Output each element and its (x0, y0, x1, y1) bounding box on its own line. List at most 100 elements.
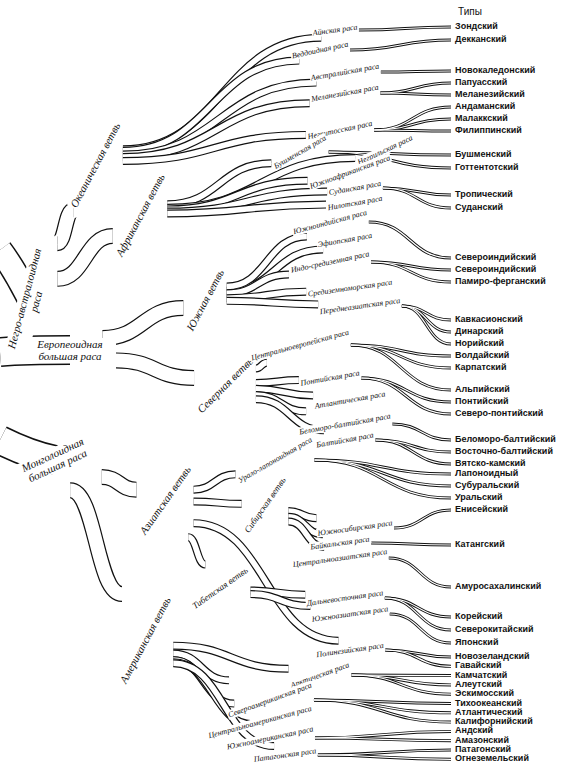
type-label: Вятско-камский (455, 459, 526, 468)
leader-fill (402, 306, 451, 332)
leader-outline (402, 306, 451, 332)
type-label: Бушменский (455, 150, 512, 159)
node-text: Сибирская ветвь (242, 475, 288, 534)
leader-outline (374, 107, 451, 130)
type-label: Андаманский (455, 102, 515, 111)
band-fill (102, 308, 183, 338)
branch-label: Океаническая ветвь (67, 120, 123, 211)
leader-outline (318, 755, 451, 759)
band-fill (57, 210, 73, 243)
leader-fill (402, 306, 451, 344)
race-label: Южносибирская раса (316, 518, 394, 538)
leader-fill (350, 40, 451, 50)
leader-outline (380, 83, 451, 93)
type-label: Восточно-балтийский (455, 447, 553, 456)
leader-fill (380, 93, 451, 95)
node-text: Центральноазиатская раса (292, 547, 388, 569)
race-label: Дальневосточная раса (305, 588, 385, 608)
band-outline (70, 490, 122, 594)
race-label: Индо-средиземная раса (289, 249, 371, 275)
leader-fill (351, 675, 451, 694)
node-text: Переднеазиатская раса (319, 296, 401, 316)
branch-label: Азиатская ветвь (136, 463, 193, 537)
type-label: Гавайский (455, 661, 502, 670)
band-fill (57, 236, 112, 279)
leader-fill (314, 460, 451, 498)
node-text: Меланезийская раса (311, 83, 380, 104)
race-label: Балтийская раса (315, 430, 376, 449)
band-outline (102, 308, 183, 338)
band-outline (57, 236, 112, 279)
type-label: Субуральский (455, 481, 519, 490)
leader-fill (402, 306, 451, 320)
type-label: Динарский (455, 327, 503, 336)
race-label: Меланезийская раса (310, 82, 381, 103)
branch-label: Сибирская ветвь (242, 475, 289, 536)
band-outline (167, 205, 326, 214)
type-label: Новокаледонский (455, 66, 535, 75)
type-label: Тропический (455, 190, 513, 199)
leader-outline (351, 675, 451, 694)
band-fill (256, 380, 299, 383)
band-fill (167, 205, 326, 214)
leader-fill (314, 460, 451, 486)
band-outline (123, 135, 306, 161)
type-label: Готтентотский (455, 163, 519, 172)
node-text: Балтийская раса (316, 431, 375, 450)
leader-fill (315, 731, 451, 738)
type-label: Памиро-ферганский (455, 277, 546, 286)
race-label: Австралийская раса (309, 61, 381, 82)
branch-band (57, 236, 112, 279)
band-fill (194, 474, 236, 489)
type-label: Североиндийский (455, 265, 536, 274)
branch-band (167, 205, 326, 214)
type-label: Североиндийский (455, 253, 536, 262)
node-text: Полинезийская раса (316, 641, 384, 659)
branch-band (70, 490, 122, 594)
leader-fill (392, 424, 451, 440)
race-label: Беломоро-балтийская раса (298, 411, 393, 436)
band-fill (188, 537, 205, 564)
band-outline (227, 301, 319, 305)
leader-outline (371, 543, 451, 545)
leader-outline (315, 738, 451, 741)
node-text: Патагонская раса (253, 746, 317, 764)
type-label: Камчатский (455, 671, 507, 680)
branch-band (57, 210, 73, 243)
leader-outline (350, 40, 451, 50)
type-label: Кавкасионский (455, 315, 523, 324)
type-label: Новозеландский (455, 652, 529, 661)
node-text: Австралийская раса (310, 62, 380, 83)
leader-outline (351, 345, 451, 390)
node-text: Айнская раса (312, 22, 358, 37)
branch-label: Тибетская ветвь (190, 565, 251, 612)
band-outline (256, 363, 267, 369)
branch-band (256, 380, 299, 383)
band-fill (102, 477, 137, 490)
leader-fill (375, 440, 451, 464)
branch-band (102, 477, 137, 490)
race-label: Патагонская раса (252, 746, 318, 764)
leader-outline (374, 130, 451, 131)
leader-outline (392, 424, 451, 440)
leader-outline (314, 700, 451, 722)
type-label: Амазонский (455, 736, 509, 745)
race-label: Бушменская раса (271, 133, 328, 171)
leader-outline (374, 119, 451, 130)
band-fill (123, 135, 306, 161)
type-label: Патагонский (455, 745, 511, 754)
type-label: Норийский (455, 339, 504, 348)
band-outline (102, 477, 137, 490)
leader-fill (351, 345, 451, 390)
leader-outline (381, 71, 451, 72)
race-label: Понтийская раса (299, 368, 361, 388)
leader-outline (369, 222, 451, 258)
type-label: Декканский (455, 35, 507, 44)
node-text: Южная ветвь (184, 267, 226, 332)
leader-outline (314, 460, 451, 486)
node-text: Южноазиатская раса (311, 604, 388, 624)
type-label: Алеутский (455, 680, 502, 689)
leader-group (314, 27, 451, 759)
branch-label: Европеоидная большая раса (24, 338, 116, 362)
leader-fill (381, 71, 451, 72)
